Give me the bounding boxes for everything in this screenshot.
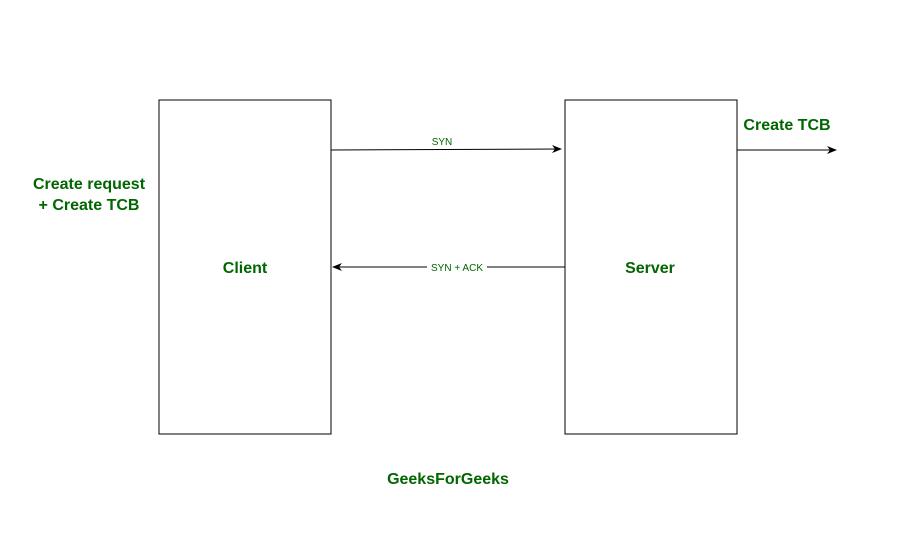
- footer-brand: GeeksForGeeks: [387, 471, 509, 488]
- server-box: [564, 99, 738, 435]
- client-note-line1: Create request: [33, 176, 146, 193]
- server-note: Create TCB: [743, 117, 830, 134]
- syn-label: SYN: [432, 137, 453, 148]
- client-note-line2: + Create TCB: [39, 197, 140, 214]
- client-label: Client: [223, 260, 268, 277]
- syn-arrow: [330, 145, 562, 154]
- syn-ack-label: SYN + ACK: [431, 263, 483, 274]
- server-label: Server: [625, 260, 675, 277]
- syn-ack-label-bg: [427, 261, 487, 273]
- client-box: [158, 99, 332, 435]
